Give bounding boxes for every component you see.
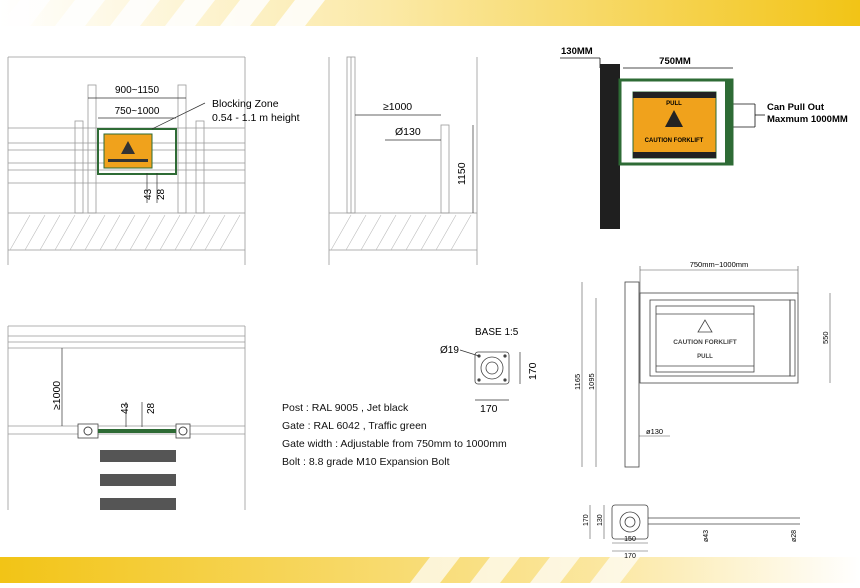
blocking-zone-label: Blocking Zone — [212, 98, 279, 110]
elev-gate-range: 750mm~1000mm — [690, 260, 749, 269]
plan-dim-43: 43 — [120, 402, 131, 414]
base-title: BASE 1:5 — [475, 327, 519, 338]
elev-post-height: 1095 — [587, 373, 596, 390]
front-gate-width: 750~1000 — [115, 106, 160, 117]
side-view-drawing: ≥1000 Ø130 1150 — [328, 56, 478, 265]
base-width: 170 — [480, 403, 498, 415]
plan-dim-130: 130 — [597, 514, 604, 526]
spec-gate-width: Gate width : Adjustable from 750mm to 10… — [282, 438, 507, 450]
side-post-height: 1150 — [456, 162, 468, 185]
blocking-zone-height: 0.54 - 1.1 m height — [212, 112, 300, 124]
bottom-stripe-band — [0, 557, 860, 583]
plan-dim-28: ø28 — [791, 530, 798, 542]
base-detail-drawing: BASE 1:5 Ø19 170 170 — [440, 327, 539, 415]
spec-gate: Gate : RAL 6042 , Traffic green — [282, 420, 427, 432]
photo-pull-out-line2: Maxmum 1000MM — [767, 114, 848, 125]
elevation-drawing: 750mm~1000mm 550 1165 1095 ø130 CAUTION … — [573, 260, 831, 468]
front-dim-28: 28 — [156, 188, 167, 200]
spec-post: Post : RAL 9005 , Jet black — [282, 402, 409, 414]
elev-total-height: 1165 — [573, 374, 582, 390]
front-view-drawing: 900~1150 750~1000 Blocking Zone 0.54 - 1… — [7, 56, 300, 265]
plan-dim-170-bottom: 170 — [624, 553, 636, 560]
base-height: 170 — [527, 362, 539, 380]
spec-bolt: Bolt : 8.8 grade M10 Expansion Bolt — [282, 456, 450, 468]
plan-dim-150: 150 — [624, 536, 636, 543]
photo-sign-caution: CAUTION FORKLIFT — [645, 138, 704, 144]
bottom-stripe-graphic — [0, 557, 860, 583]
plan-clearance: ≥1000 — [51, 381, 63, 410]
side-clearance: ≥1000 — [383, 101, 412, 113]
front-dim-43: 43 — [143, 188, 154, 200]
photo-post-width: 130MM — [561, 46, 593, 57]
base-hole-diameter: Ø19 — [440, 345, 459, 356]
plan-view-drawing: ≥1000 43 28 — [7, 325, 246, 510]
photo-pull-out-line1: Can Pull Out — [767, 102, 825, 113]
product-photo: PULL CAUTION FORKLIFT 130MM 750MM Can Pu… — [560, 46, 848, 229]
top-stripe-graphic — [0, 0, 860, 26]
photo-sign-pull: PULL — [666, 101, 682, 107]
front-overall-width: 900~1150 — [115, 85, 159, 96]
photo-gate-width: 750MM — [659, 56, 691, 67]
elev-sign-pull: PULL — [697, 354, 713, 360]
plan-dim-28: 28 — [146, 402, 157, 414]
side-post-diameter: Ø130 — [395, 126, 421, 138]
elev-post-diameter: ø130 — [646, 427, 663, 436]
elev-gate-height: 550 — [821, 331, 830, 344]
top-stripe-band — [0, 0, 860, 26]
plan-dim-170-left: 170 — [583, 514, 590, 526]
plan-dim-43: ø43 — [703, 530, 710, 542]
elev-sign-caution: CAUTION FORKLIFT — [673, 339, 737, 346]
plan-drawing: 170 130 150 170 ø43 ø28 — [583, 504, 800, 560]
